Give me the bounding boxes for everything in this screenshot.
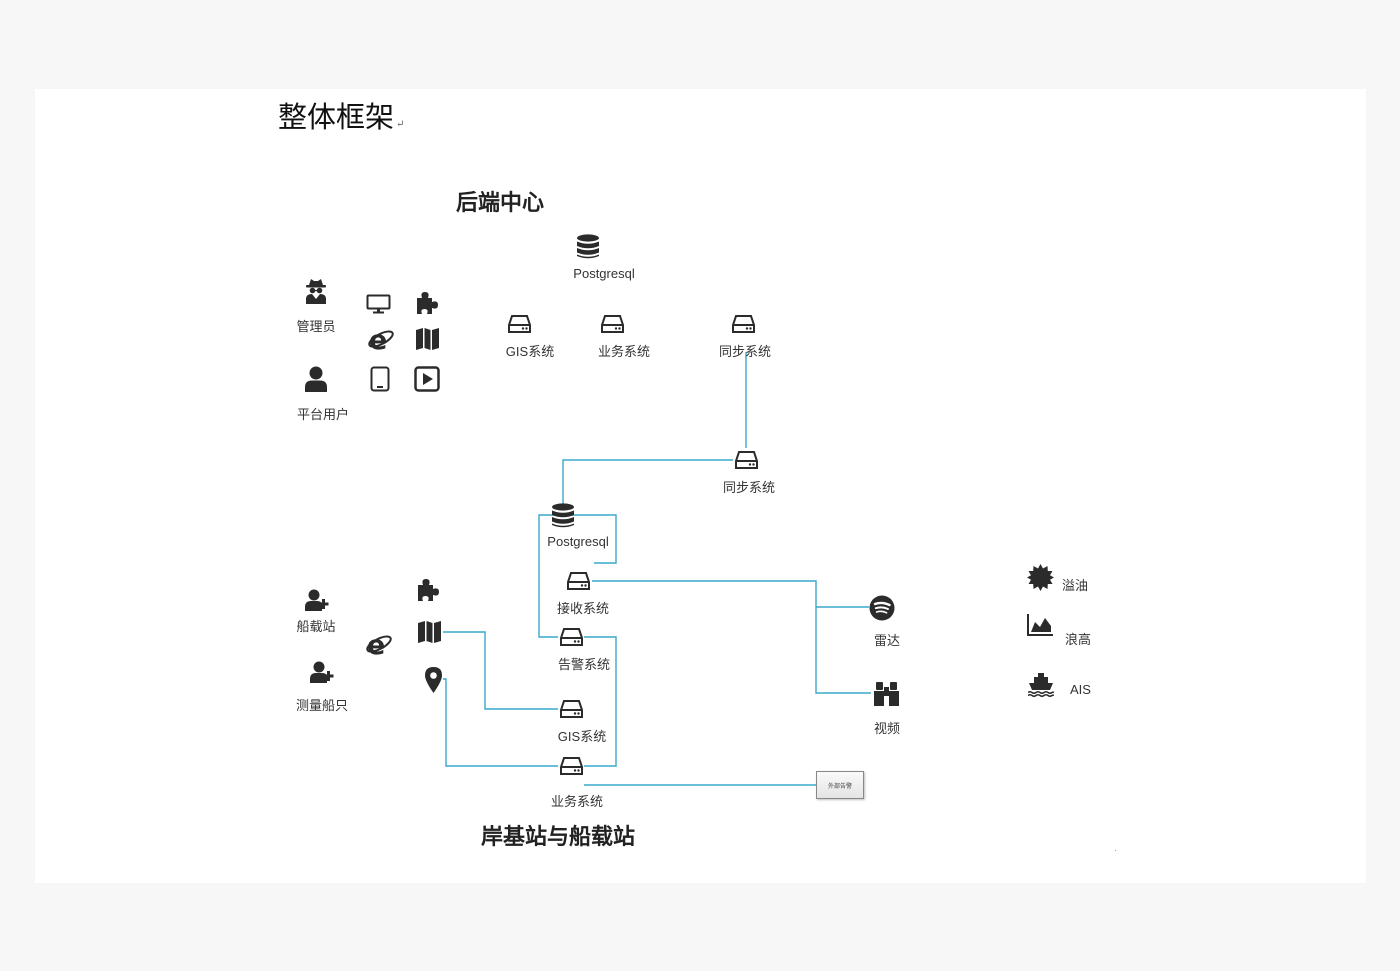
oil-spill-icon (1027, 564, 1054, 591)
video-label: 视频 (873, 721, 901, 736)
stray-dot (1115, 850, 1116, 851)
backend-title: 后端中心 (456, 191, 545, 216)
backend-db-label: Postgresql (573, 266, 635, 281)
area-chart-icon (1027, 614, 1053, 636)
monitor-icon (366, 294, 391, 314)
wire-map-to-gis (443, 631, 558, 710)
puzzle-icon (415, 291, 440, 315)
server-icon (507, 314, 532, 334)
server-icon (559, 627, 584, 647)
external-alarm-box: 外部告警 (816, 771, 864, 799)
ship-station-label: 船载站 (296, 619, 336, 634)
database-icon (551, 503, 575, 529)
ship-icon (1028, 673, 1054, 697)
server-icon (731, 314, 756, 334)
radar-icon (869, 595, 895, 621)
wire-receive-right (592, 580, 869, 608)
map-icon (417, 620, 442, 644)
server-icon (566, 571, 591, 591)
server-icon (734, 450, 759, 470)
backend-gis-label: GIS系统 (505, 344, 555, 359)
alarm-system-label: 告警系统 (557, 657, 611, 672)
admin-label: 管理员 (296, 319, 336, 334)
document-page (35, 89, 1366, 883)
map-icon (415, 327, 440, 351)
puzzle-icon (416, 578, 441, 602)
wire-sync-to-db (562, 459, 733, 505)
wire-db-box (563, 514, 617, 564)
shore-db-label: Postgresql (547, 534, 609, 549)
play-video-icon (414, 366, 440, 392)
shore-gis-label: GIS系统 (557, 729, 607, 744)
binoculars-icon (873, 681, 900, 707)
ais-label: AIS (1070, 682, 1091, 697)
survey-ship-label: 测量船只 (295, 698, 349, 713)
document-title: 整体框架↵ (278, 100, 405, 134)
receive-system-label: 接收系统 (556, 601, 610, 616)
platform-user-label: 平台用户 (296, 407, 350, 422)
shore-title: 岸基站与船载站 (481, 825, 636, 850)
backend-business-label: 业务系统 (597, 344, 651, 359)
map-pin-icon (425, 667, 442, 693)
ie-browser-icon: e (367, 326, 395, 352)
user-icon (305, 366, 327, 392)
server-icon (559, 756, 584, 776)
wire-radar-video (815, 607, 871, 694)
ie-browser-icon: e (365, 631, 393, 657)
backend-sync-label: 同步系统 (718, 344, 772, 359)
add-user-icon (310, 661, 336, 683)
server-icon (559, 699, 584, 719)
wire-pin-to-business (443, 678, 558, 767)
wire-alarm-to-business (584, 636, 617, 767)
wire-db-left (538, 514, 563, 638)
shore-business-label: 业务系统 (550, 794, 604, 809)
server-icon (600, 314, 625, 334)
paragraph-mark-icon: ↵ (396, 119, 405, 130)
database-icon (576, 234, 600, 260)
middle-sync-label: 同步系统 (722, 480, 776, 495)
oil-label: 溢油 (1062, 578, 1089, 593)
wave-label: 浪高 (1065, 632, 1092, 647)
tablet-icon (370, 366, 390, 392)
spy-user-icon (305, 278, 327, 304)
radar-label: 雷达 (873, 633, 901, 648)
add-user-icon (305, 589, 331, 611)
